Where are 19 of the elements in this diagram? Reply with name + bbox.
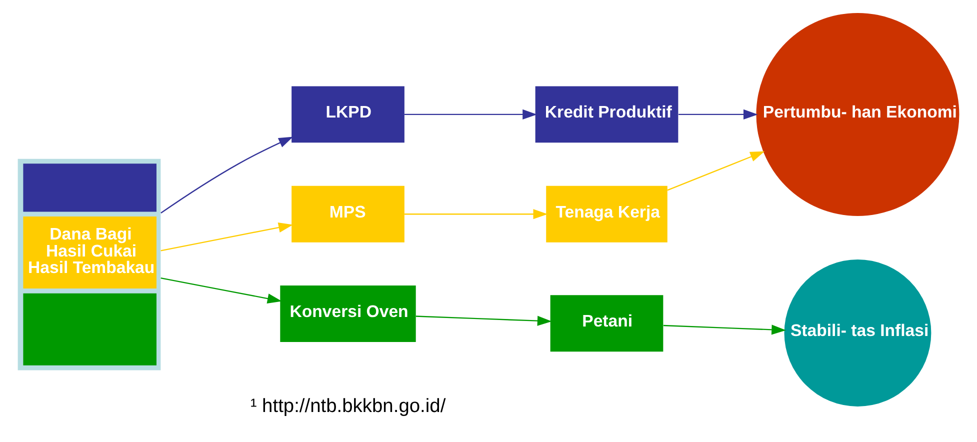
arrow (416, 316, 552, 326)
node-box: Dana Bagi Hasil Cukai Hasil Tembakau (18, 158, 161, 370)
node-circle: Pertumbu- han Ekonomi (756, 12, 960, 216)
node-box: Kredit Produktif (535, 86, 678, 143)
arrow (404, 209, 548, 220)
node-circle: Stabili- tas Inflasi (784, 260, 932, 406)
node-box: Petani (550, 295, 664, 352)
arrow (160, 136, 294, 214)
node-box: MPS (292, 186, 404, 242)
arrow (678, 109, 758, 120)
node-box: Tenaga Kerja (546, 186, 668, 242)
arrow (160, 277, 282, 304)
arrow (667, 151, 765, 191)
node-box: Konversi Oven (280, 286, 416, 342)
label: ¹ http://ntb.bkkbn.go.id/ (250, 396, 446, 417)
node-box: LKPD (292, 86, 404, 143)
arrow (663, 324, 786, 335)
arrow (404, 109, 538, 120)
arrow (160, 222, 293, 252)
